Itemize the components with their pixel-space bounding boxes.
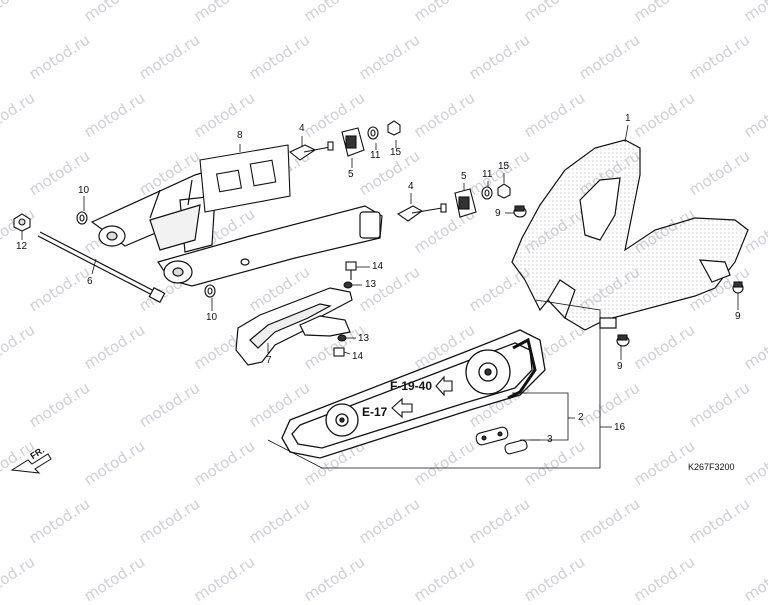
chain-adjuster-upper [288, 120, 401, 161]
callout-1: 1 [625, 113, 631, 124]
diagram-code: K267F3200 [688, 462, 735, 472]
callout-6: 6 [87, 276, 93, 287]
drive-chain [281, 329, 546, 459]
callout-15-lower: 15 [498, 161, 510, 172]
callout-10-upper: 10 [78, 185, 90, 196]
callout-2: 2 [578, 412, 584, 423]
callout-14-lower: 14 [352, 351, 364, 362]
washer-10 [76, 211, 216, 298]
diagram-drawing [10, 120, 749, 474]
callout-4-lower: 4 [408, 181, 414, 192]
callout-5-lower: 5 [461, 171, 467, 182]
callout-14-upper: 14 [372, 261, 384, 272]
callout-3: 3 [547, 434, 553, 445]
callout-9-right: 9 [735, 311, 741, 322]
callout-13-lower: 13 [358, 333, 370, 344]
callout-7: 7 [266, 355, 272, 366]
chain-adjuster-lower [396, 183, 511, 222]
nut-12 [13, 213, 31, 232]
callout-4-upper: 4 [299, 123, 305, 134]
reference-label-f-19-40: F-19-40 [390, 379, 433, 393]
callout-11-upper: 11 [370, 150, 381, 161]
callout-12: 12 [16, 241, 28, 252]
reference-label-e-17: E-17 [362, 405, 388, 419]
chain-guide-plate [199, 144, 291, 213]
rear-fender [511, 139, 749, 331]
callout-9-lower: 9 [617, 361, 623, 372]
chain-guide [235, 287, 353, 366]
front-direction-arrow [10, 453, 52, 474]
pivot-axle [37, 231, 166, 304]
callout-15-upper: 15 [390, 147, 402, 158]
bolt-14-clip-13 [333, 261, 357, 357]
chain-joint [475, 426, 528, 455]
callout-10-lower: 10 [206, 312, 218, 323]
callout-8: 8 [237, 130, 243, 141]
reference-arrows [391, 375, 453, 419]
leader-lines [21, 124, 739, 469]
callout-13-upper: 13 [365, 279, 377, 290]
bolt-9 [513, 205, 744, 347]
callout-5-upper: 5 [348, 169, 354, 180]
callout-11-lower: 11 [482, 169, 493, 180]
callout-16: 16 [614, 422, 626, 433]
callout-9-upper: 9 [495, 208, 501, 219]
